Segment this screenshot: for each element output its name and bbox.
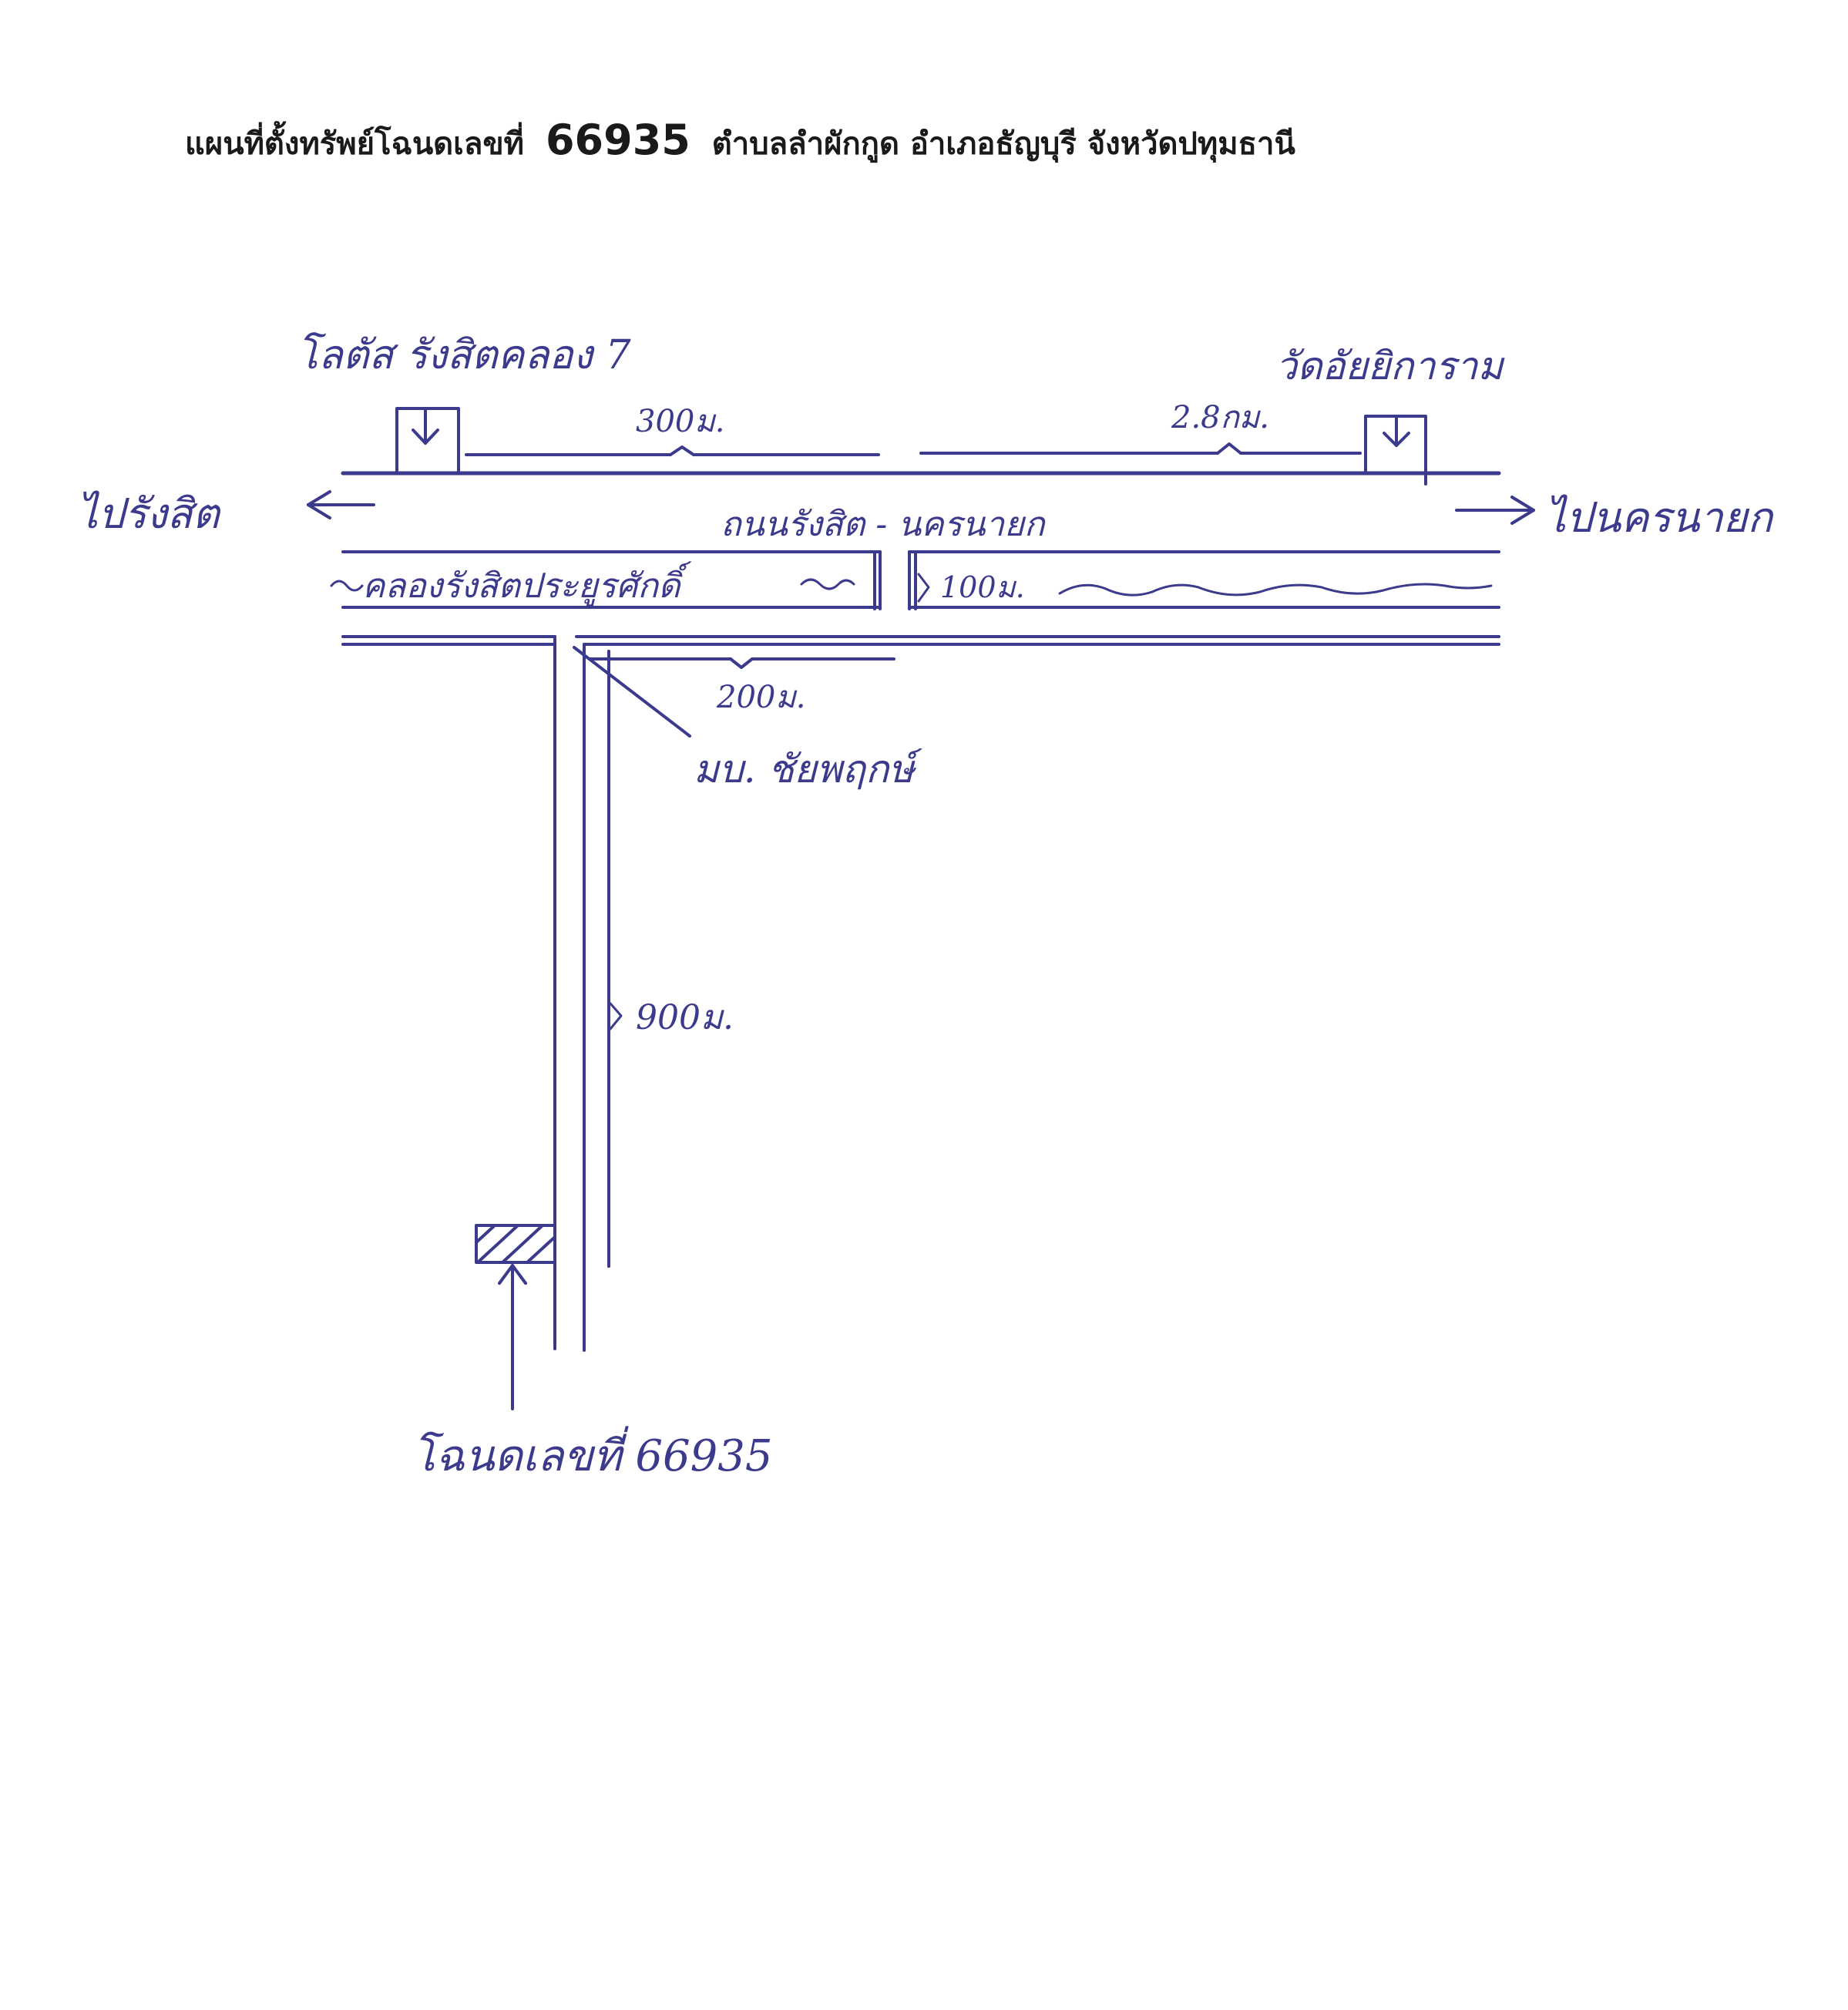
village-pointer: มบ. ชัยพฤกษ์ xyxy=(573,646,922,792)
left-arrow-head xyxy=(307,490,331,519)
soi-length-marker xyxy=(609,1002,623,1030)
map-title: แผนที่ตั้งทรัพย์โฉนดเลขที่ 66935 ตำบลลำผ… xyxy=(185,116,1295,164)
temple-label: วัดอัยยิการาม xyxy=(1275,344,1505,388)
direction-right-label: ไปนครนายก xyxy=(1545,493,1774,542)
direction-right: ไปนครนายก xyxy=(1455,493,1774,542)
canal-wave-mid xyxy=(800,578,855,590)
canal-gap-marker xyxy=(917,573,930,603)
parcel-arrow-up-icon xyxy=(498,1264,527,1285)
canal-wave-right xyxy=(1058,583,1493,597)
temple-landmark: วัดอัยยิการาม xyxy=(1275,344,1505,486)
distance-2-8km-label: 2.8กม. xyxy=(1171,400,1269,435)
distance-300m-label: 300ม. xyxy=(636,404,724,439)
right-arrow-head xyxy=(1510,496,1535,525)
distance-200m-label: 200ม. xyxy=(716,680,805,715)
frontage-road xyxy=(341,635,1500,646)
distance-100m-label: 100ม. xyxy=(940,570,1025,604)
map-title-suffix: ตำบลลำผักกูด อำเภอธัญบุรี จังหวัดปทุมธาน… xyxy=(712,126,1295,163)
dimension-300m: 300ม. xyxy=(465,404,880,456)
map-title-prefix: แผนที่ตั้งทรัพย์โฉนดเลขที่ xyxy=(185,121,524,162)
soi-road: 900ม. xyxy=(553,635,734,1352)
property-parcel: โฉนดเลขที่ 66935 xyxy=(412,1224,772,1481)
canal: คลองรังสิตประยูรศักดิ์ 100ม. xyxy=(330,550,1500,610)
distance-900m-label: 900ม. xyxy=(636,998,734,1037)
canal-wave-left xyxy=(330,580,364,592)
temple-arrow-down-icon xyxy=(1383,432,1410,447)
lotus-arrow-down-icon xyxy=(412,429,439,445)
lotus-label: โลตัส รังสิตคลอง 7 xyxy=(297,332,631,378)
direction-left-label: ไปรังสิต xyxy=(77,489,222,538)
village-label: มบ. ชัยพฤกษ์ xyxy=(694,747,922,792)
lotus-landmark: โลตัส รังสิตคลอง 7 xyxy=(297,332,631,475)
road-name-label: ถนนรังสิต - นครนายก xyxy=(721,505,1047,544)
dimension-200m: 200ม. xyxy=(588,657,895,715)
canal-name-label: คลองรังสิตประยูรศักดิ์ xyxy=(362,561,692,607)
main-road: ถนนรังสิต - นครนายก xyxy=(341,471,1501,544)
deed-label: โฉนดเลขที่ 66935 xyxy=(412,1426,772,1481)
deed-number: 66935 xyxy=(546,116,690,164)
dimension-2-8km: 2.8กม. xyxy=(919,400,1362,455)
lotus-building-icon xyxy=(395,407,460,475)
direction-left: ไปรังสิต xyxy=(77,489,375,538)
